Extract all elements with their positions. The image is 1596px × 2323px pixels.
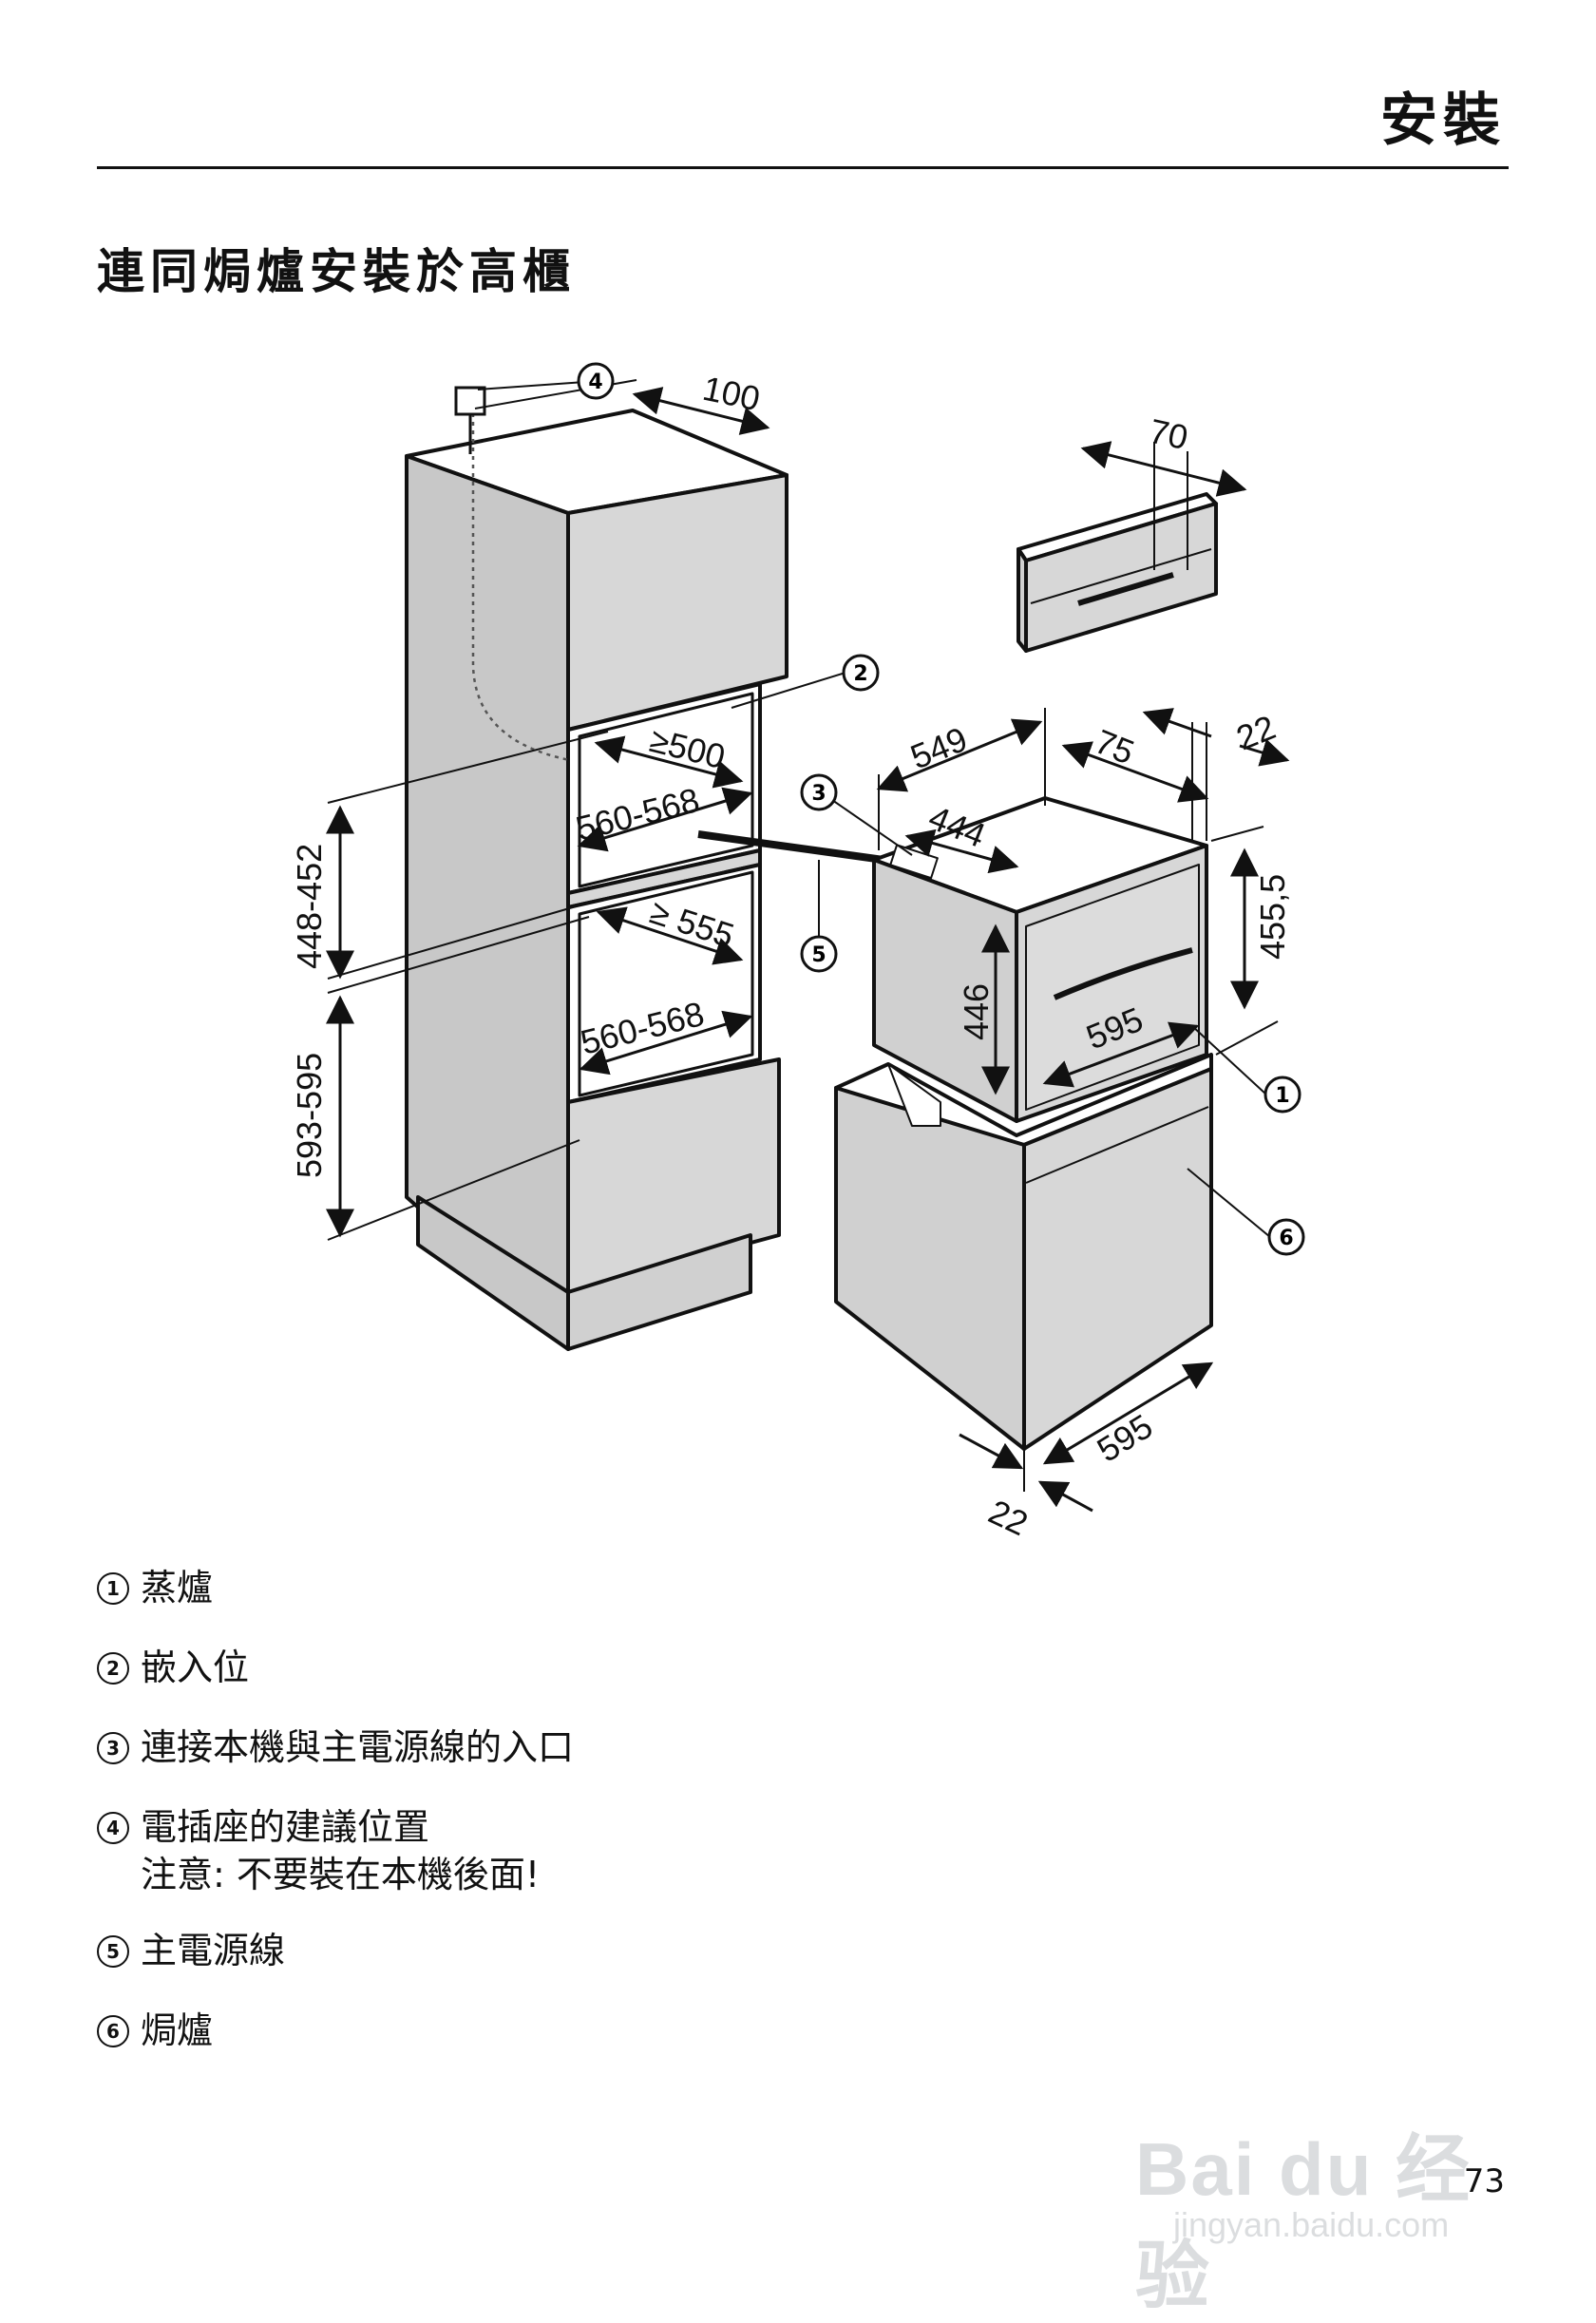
legend-number: 1 [97, 1572, 129, 1605]
legend-number: 5 [97, 1935, 129, 1968]
dim-549: 549 [905, 719, 973, 777]
legend-number: 2 [97, 1652, 129, 1685]
legend-text: 電插座的建議位置 [141, 1806, 430, 1848]
page-number: 73 [1463, 2162, 1505, 2200]
dim-455-5: 455,5 [1253, 874, 1292, 960]
header-divider [97, 166, 1509, 169]
legend-item: 3 連接本機與主電源線的入口 [97, 1723, 574, 1803]
legend-number: 6 [97, 2015, 129, 2047]
callout-5 [800, 935, 838, 973]
callout-number: 3 [811, 782, 826, 806]
steam-oven [872, 796, 1208, 1123]
oven [834, 1053, 1213, 1451]
legend-note: 注意: 不要裝在本機後面! [141, 1854, 541, 1895]
callout-number: 4 [588, 371, 602, 394]
callout-number: 6 [1279, 1227, 1293, 1250]
power-socket [454, 386, 486, 454]
callout-1 [1264, 1076, 1302, 1114]
tall-cabinet [405, 409, 788, 1351]
legend-item: 1 蒸爐 [97, 1564, 574, 1644]
legend-item: 6 焗爐 [97, 2007, 574, 2086]
dim-70: 70 [1146, 411, 1191, 457]
dim-100: 100 [699, 369, 763, 419]
front-panel-detail [1016, 492, 1218, 653]
legend-item: 2 嵌入位 [97, 1644, 574, 1723]
baidu-watermark: Bai du 经验 jingyan.baidu.com [1135, 2104, 1534, 2317]
dim-595-bottom: 595 [1091, 1406, 1160, 1470]
dim-448-452: 448-452 [290, 844, 329, 969]
legend-text: 主電源線 [141, 1930, 286, 1971]
callout-number: 2 [853, 662, 867, 686]
legend-item: 4 電插座的建議位置 注意: 不要裝在本機後面! [97, 1803, 574, 1927]
installation-diagram: 4 2 3 5 1 6 100 70 549 75 22 444 455,5 4… [290, 362, 1305, 1543]
watermark-url: jingyan.baidu.com [1173, 2205, 1450, 2244]
callout-number: 5 [811, 943, 826, 967]
section-title: 連同焗爐安裝於高櫃 [97, 244, 576, 299]
legend-number: 3 [97, 1732, 129, 1764]
callout-3 [800, 773, 838, 811]
dim-75: 75 [1090, 721, 1139, 771]
callout-2 [842, 654, 880, 692]
callout-6 [1267, 1218, 1305, 1256]
legend-text: 嵌入位 [141, 1647, 250, 1688]
legend-text: 連接本機與主電源線的入口 [141, 1726, 575, 1768]
dim-593-595: 593-595 [290, 1053, 329, 1178]
callout-4 [577, 362, 615, 400]
callout-number: 1 [1275, 1084, 1289, 1108]
legend-list: 1 蒸爐 2 嵌入位 3 連接本機與主電源線的入口 4 電插座的建議位置 注意:… [97, 1564, 574, 2086]
dim-446: 446 [957, 983, 996, 1040]
page-header-title: 安裝 [1380, 87, 1506, 154]
legend-number: 4 [97, 1812, 129, 1844]
legend-item: 5 主電源線 [97, 1927, 574, 2007]
dim-22-top: 22 [1231, 707, 1281, 757]
legend-text: 蒸爐 [141, 1567, 214, 1609]
legend-text: 焗爐 [141, 2009, 214, 2051]
dim-22-bottom: 22 [983, 1492, 1035, 1543]
